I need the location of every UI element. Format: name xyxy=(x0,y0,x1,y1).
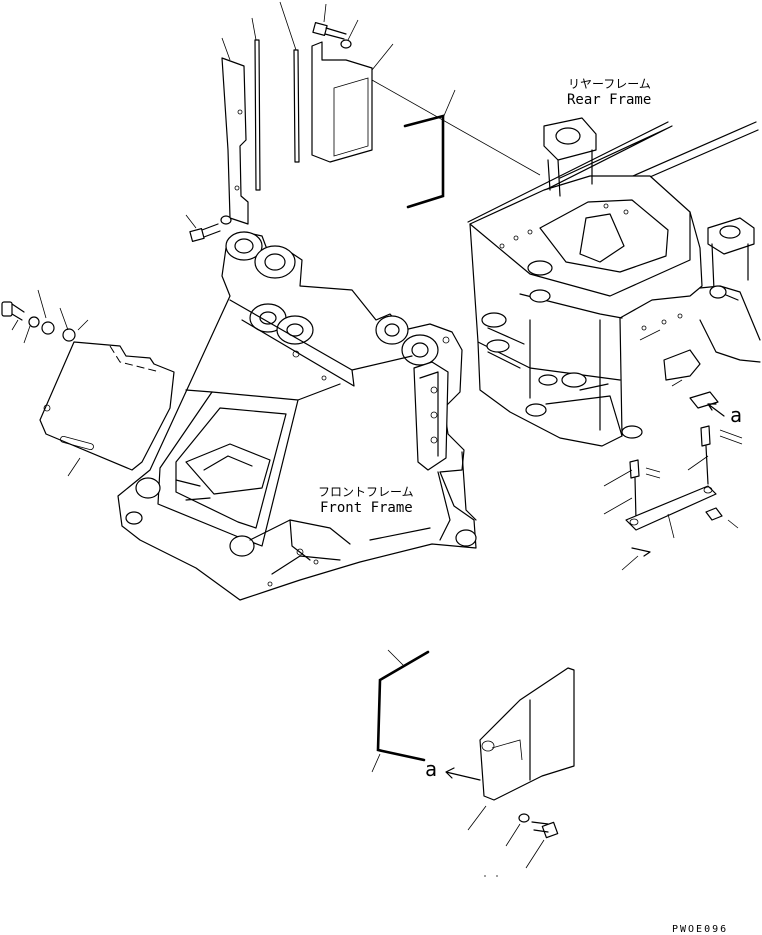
ref-a-lower-text: a xyxy=(425,757,437,781)
retainer-clip xyxy=(705,507,723,521)
link-parts-group: a xyxy=(603,403,743,571)
link-bar xyxy=(625,485,717,531)
ref-a-upper-text: a xyxy=(730,403,742,427)
bolt-top xyxy=(312,22,347,40)
front-frame-label: フロントフレーム Front Frame xyxy=(318,485,414,516)
bolt-mid xyxy=(189,223,221,242)
washer-left-3 xyxy=(62,328,76,342)
ref-arrow-lower xyxy=(445,767,481,781)
pin-lower xyxy=(629,459,640,479)
front-frame-jp-text: フロントフレーム xyxy=(318,485,414,499)
bolt-bottom xyxy=(531,821,559,839)
cover-plate-left xyxy=(221,57,249,225)
top-parts-group xyxy=(185,1,541,242)
rear-frame-jp-text: リヤーフレーム xyxy=(568,77,651,91)
front-frame xyxy=(117,231,477,601)
rear-frame-en-text: Rear Frame xyxy=(567,92,651,108)
seal-rod-bottom xyxy=(376,650,430,762)
seal-strip-2 xyxy=(293,49,300,163)
seal-rod-bent xyxy=(403,114,445,209)
seal-strip-1 xyxy=(254,39,261,191)
drawing-code-text: PWOE096 xyxy=(672,924,728,935)
pin-upper xyxy=(700,425,711,447)
bottom-parts-group: a xyxy=(371,649,575,877)
washer-bottom xyxy=(518,813,530,823)
washer-left-2 xyxy=(41,321,55,335)
washer-left-1 xyxy=(28,316,40,328)
rear-frame-label: リヤーフレーム Rear Frame xyxy=(567,77,651,108)
ref-arrow-upper xyxy=(707,403,725,417)
washer-mid xyxy=(220,215,232,225)
cover-plate-bottom xyxy=(479,667,575,801)
left-parts-group xyxy=(1,289,175,477)
cotter-pin xyxy=(631,547,651,557)
front-frame-en-text: Front Frame xyxy=(320,500,413,516)
side-cover-left xyxy=(39,341,175,471)
bolt-left xyxy=(1,301,25,321)
washer-top xyxy=(340,39,352,49)
cover-plate-upper xyxy=(311,41,373,163)
rear-frame xyxy=(467,117,761,447)
